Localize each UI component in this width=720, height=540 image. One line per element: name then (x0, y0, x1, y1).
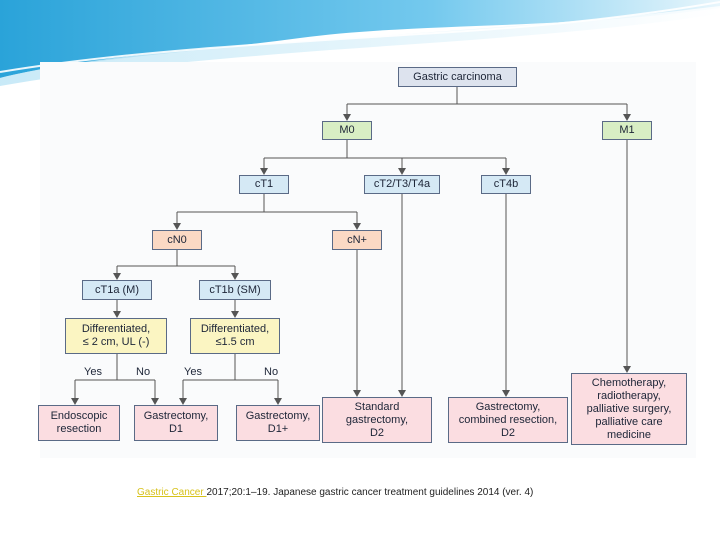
node-ct4b: cT4b (481, 175, 531, 194)
node-cn0: cN0 (152, 230, 202, 250)
edge-label-no: No (136, 366, 151, 378)
node-ct2-t3-t4a: cT2/T3/T4a (364, 175, 440, 194)
node-gastric-carcinoma: Gastric carcinoma (398, 67, 517, 87)
journal-link[interactable]: Gastric Cancer (137, 487, 207, 498)
node-ct1b: cT1b (SM) (199, 280, 271, 300)
node-standard-gastrectomy-d2: Standard gastrectomy, D2 (322, 397, 432, 443)
node-differentiated-2cm: Differentiated, ≤ 2 cm, UL (-) (65, 318, 167, 354)
edge-label-no: No (264, 366, 279, 378)
header-wave (0, 0, 720, 86)
node-ct1a: cT1a (M) (82, 280, 152, 300)
diagram-connectors (71, 86, 631, 405)
edge-label-yes: Yes (184, 366, 202, 378)
node-gastrectomy-combined-resection-d2: Gastrectomy, combined resection, D2 (448, 397, 568, 443)
citation-text: 2017;20:1–19. Japanese gastric cancer tr… (206, 487, 534, 498)
node-chemotherapy-palliative: Chemotherapy, radiotherapy, palliative s… (571, 373, 687, 445)
node-m1: M1 (602, 121, 652, 140)
node-endoscopic-resection: Endoscopic resection (38, 405, 120, 441)
node-gastrectomy-d1-plus: Gastrectomy, D1+ (236, 405, 320, 441)
node-ct1: cT1 (239, 175, 289, 194)
node-m0: M0 (322, 121, 372, 140)
node-gastrectomy-d1: Gastrectomy, D1 (134, 405, 218, 441)
citation-footer: Gastric Cancer 2017;20:1–19. Japanese ga… (137, 487, 697, 498)
edge-label-yes: Yes (84, 366, 102, 378)
node-differentiated-1-5cm: Differentiated, ≤1.5 cm (190, 318, 280, 354)
node-cn-plus: cN+ (332, 230, 382, 250)
